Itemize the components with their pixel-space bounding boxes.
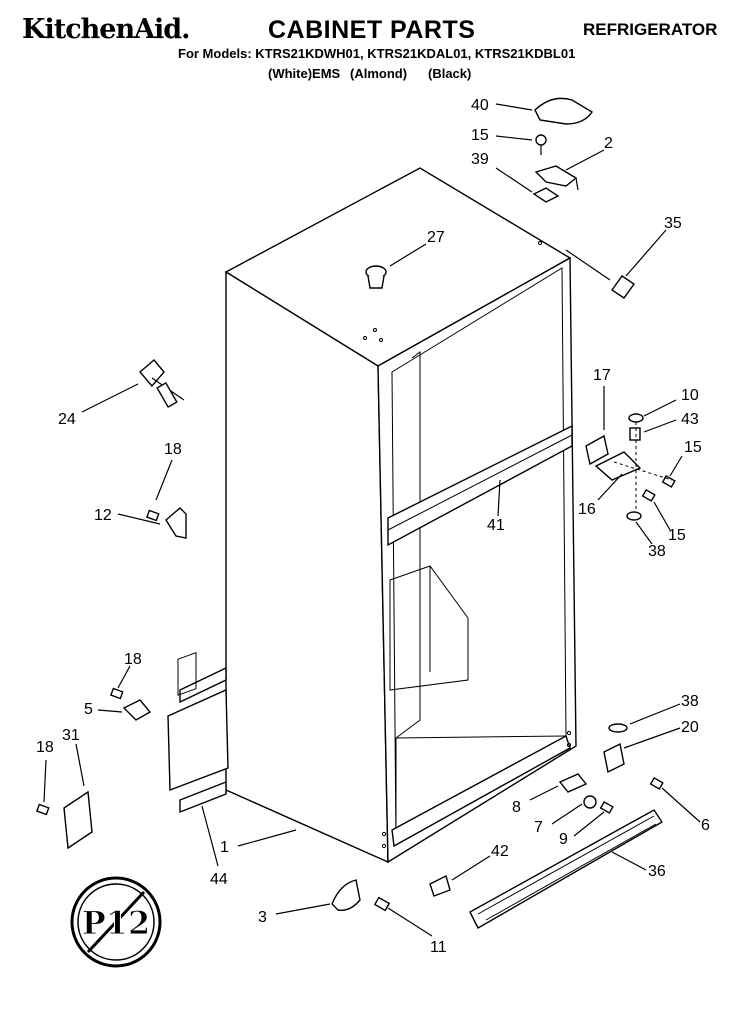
callout-44: 44	[210, 871, 228, 888]
appliance-category: REFRIGERATOR	[583, 20, 718, 39]
callout-2: 2	[604, 135, 613, 152]
callout-1: 1	[220, 839, 229, 856]
color-almond: (Almond)	[350, 66, 408, 81]
callout-42: 42	[491, 843, 509, 860]
parts	[36, 97, 676, 929]
callout-7: 7	[534, 819, 543, 836]
badge-text: P12	[82, 904, 151, 942]
part-20-bottom-hinge	[603, 723, 664, 790]
callout-15: 15	[471, 127, 489, 144]
callout-24: 24	[58, 411, 76, 428]
callout-12: 12	[94, 507, 112, 524]
leader-lines	[43, 103, 701, 937]
cabinet-drawing	[224, 167, 577, 864]
callout-9: 9	[559, 831, 568, 848]
page-title: CABINET PARTS	[268, 16, 476, 44]
callout-20: 20	[681, 719, 699, 736]
callout-16: 16	[578, 501, 596, 518]
model-list: For Models: KTRS21KDWH01, KTRS21KDAL01, …	[178, 46, 576, 61]
part-31-cover	[36, 790, 93, 850]
part-7-washer	[583, 795, 597, 809]
p12-badge: P12	[70, 876, 162, 968]
callout-17: 17	[593, 367, 611, 384]
callout-6: 6	[701, 817, 710, 834]
part-35	[611, 275, 635, 299]
callout-18b: 18	[124, 651, 142, 668]
part-12-bracket	[146, 507, 187, 539]
part-44-rail	[167, 651, 229, 814]
callout-5: 5	[84, 701, 93, 718]
part-39-shim	[532, 187, 560, 203]
part-24-hinge-pin	[139, 359, 185, 408]
part-42-clip	[429, 874, 451, 897]
callout-15c: 15	[668, 527, 686, 544]
callout-43: 43	[681, 411, 699, 428]
part-9-screw	[599, 800, 614, 814]
part-15-screw	[535, 134, 547, 146]
part-40-hinge-cover	[534, 97, 593, 125]
brand-logo: KitchenAid.	[22, 14, 191, 45]
callout-8: 8	[512, 799, 521, 816]
callout-15b: 15	[684, 439, 702, 456]
color-black: (Black)	[428, 66, 472, 81]
part-5-leveler	[110, 687, 152, 721]
part-2-top-hinge	[534, 165, 578, 187]
part-11-screw	[373, 896, 391, 912]
callout-10: 10	[681, 387, 699, 404]
callout-18c: 18	[36, 739, 54, 756]
callout-3: 3	[258, 909, 267, 926]
part-3-roller	[331, 879, 361, 911]
callout-11: 11	[430, 939, 447, 956]
part-center-hinge-stack	[585, 413, 676, 521]
part-36-grille	[469, 809, 663, 929]
callout-38b: 38	[681, 693, 699, 710]
callout-31: 31	[62, 727, 80, 744]
callout-36: 36	[648, 863, 666, 880]
color-white: (White)EMS	[268, 66, 341, 81]
callout-40: 40	[471, 97, 489, 114]
part-8-bracket	[558, 773, 588, 793]
callout-labels: 40 15 2 39 35 27 24 18 12 17 10 43 15 16…	[36, 97, 710, 956]
callout-41: 41	[487, 517, 505, 534]
callout-35: 35	[664, 215, 682, 232]
callout-39: 39	[471, 151, 489, 168]
callout-38: 38	[648, 543, 666, 560]
callout-27: 27	[427, 229, 445, 246]
callout-18: 18	[164, 441, 182, 458]
